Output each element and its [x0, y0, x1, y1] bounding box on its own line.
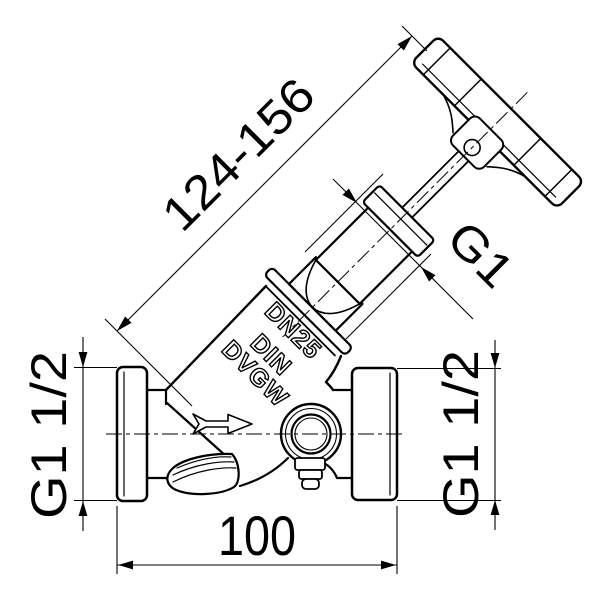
dimension-face-to-face: 100 — [116, 504, 398, 574]
arrowhead-inlet-top — [78, 352, 88, 367]
dim-label-bonnet-thread: G1 — [436, 212, 523, 299]
spindle-centerline — [282, 92, 528, 338]
handwheel-spoke-tick-1 — [422, 47, 451, 76]
nipple-tip — [301, 478, 320, 490]
handwheel-spoke-curve-left — [442, 93, 454, 134]
bottom-boss-rib-1 — [176, 456, 232, 469]
handwheel-spoke-tick-4 — [544, 168, 573, 198]
ext-line-thread-upper — [304, 173, 384, 253]
dim-line-stroke-height — [116, 35, 413, 332]
nipple-mid — [298, 469, 323, 480]
dim-label-inlet-thread: G1 1/2 — [21, 351, 77, 519]
arrowhead-upper — [397, 36, 412, 51]
handwheel-spoke-tick-3 — [513, 137, 542, 167]
valve-body — [106, 284, 404, 503]
actuator-assembly — [264, 37, 583, 357]
arrowhead-inlet-bottom — [78, 501, 88, 516]
dimension-outlet-thread: G1 1/2 — [397, 340, 501, 530]
ext-line-thread-lower — [345, 253, 432, 340]
nipple-collar — [294, 457, 326, 471]
arrowhead-length-right — [381, 560, 396, 570]
arrowhead-thread-lower — [421, 267, 436, 282]
flow-direction-arrow-icon — [192, 413, 253, 435]
handwheel-spoke-tick-2 — [453, 78, 483, 107]
body-bottom-mid-curve — [238, 456, 290, 488]
arrowhead-thread-upper — [342, 188, 357, 203]
ext-line-body-corner — [104, 318, 193, 407]
body-right-edge — [324, 354, 343, 392]
dim-label-outlet-thread: G1 1/2 — [433, 350, 489, 518]
bottom-boss-rib-3 — [172, 467, 237, 483]
bottom-boss-rib-2 — [172, 461, 235, 476]
dim-label-stroke-height: 124-156 — [152, 68, 325, 241]
arrowhead-outlet-bottom — [490, 500, 500, 515]
arrowhead-outlet-top — [490, 353, 500, 368]
arrowhead-length-left — [118, 560, 133, 570]
ext-line-handwheel-end — [401, 25, 428, 52]
drain-nipple — [294, 457, 326, 490]
dim-label-face-to-face: 100 — [218, 504, 296, 567]
body-top-face-line — [264, 285, 336, 357]
handwheel-spoke-curve-right — [486, 165, 526, 178]
body-upper-left-edge — [164, 284, 268, 392]
arrowhead-lower — [117, 316, 132, 331]
bottom-boss-outline — [166, 452, 240, 496]
dimension-inlet-thread: G1 1/2 — [21, 337, 117, 531]
bottom-boss — [166, 452, 240, 496]
